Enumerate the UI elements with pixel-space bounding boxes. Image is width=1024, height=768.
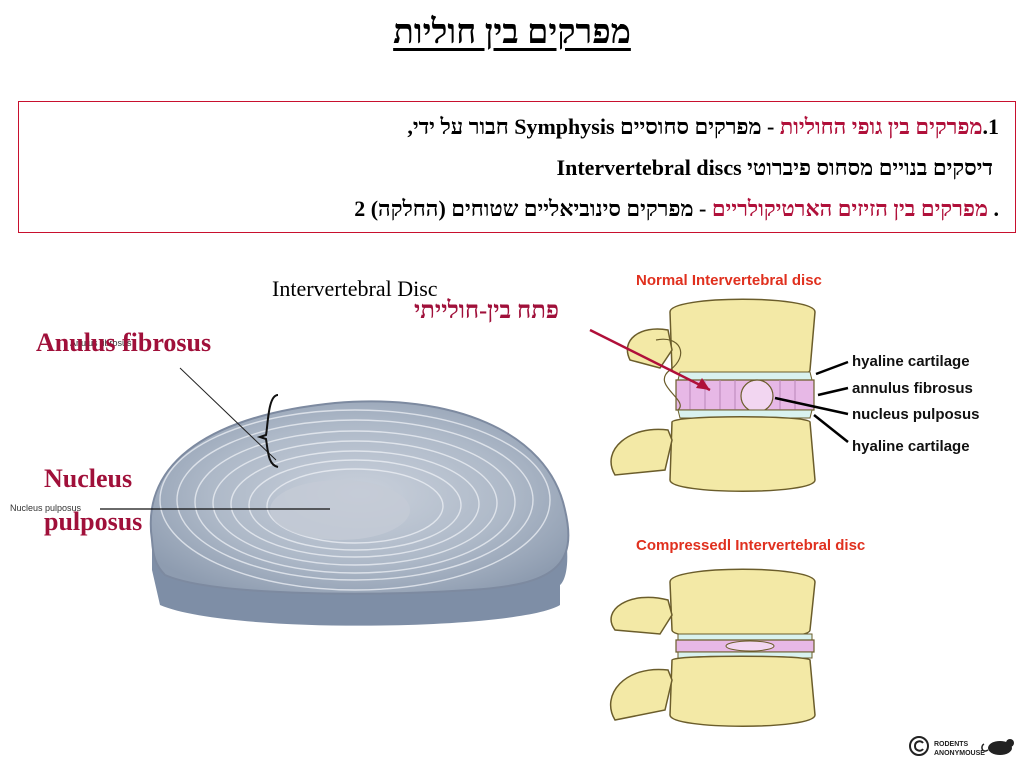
anulus-fibrosus-label: Anulus fibrosus <box>36 328 212 357</box>
symphysis-text-b: חבור על ידי, <box>407 114 515 139</box>
label-nucleus-pulposus: nucleus pulposus <box>852 406 980 423</box>
symphysis-text-a: - מפרקים סחוסיים <box>614 114 780 139</box>
c-lower-process <box>609 668 673 721</box>
small-nucleus-label: Nucleus pulposus <box>10 503 82 513</box>
credit-text: RODENTS ANONYMOUSE <box>934 740 985 758</box>
nucleus-label-line1: Nucleus <box>44 464 133 493</box>
lower-process <box>610 428 673 476</box>
articular-process-joints: מפרקים בין הזיזים הארטיקולריים <box>711 196 988 221</box>
mouse-logo-icon <box>981 739 1014 755</box>
c-nucleus <box>725 640 775 652</box>
anulus-rings <box>159 409 551 591</box>
nucleus <box>740 379 774 413</box>
definition-line-2: דיסקים בנויים מסחוס פיברוטי Intervertebr… <box>557 155 993 181</box>
synovial-text: - מפרקים סינוביאליים שטוחים (החלקה) 2 <box>354 196 712 221</box>
nucleus-region <box>270 480 410 540</box>
symphysis-term: Symphysis <box>514 114 615 139</box>
credit-line-1: RODENTS <box>934 741 969 748</box>
page-title: מפרקים בין חוליות <box>393 14 631 51</box>
foramen-arrow <box>589 328 711 392</box>
compressed-disc-title: Compressedl Intervertebral disc <box>636 537 866 554</box>
c-upper-vertebra <box>669 568 816 640</box>
small-anulus-label: Anulus fibrosus <box>70 338 132 348</box>
foramen-arrowhead <box>696 378 710 390</box>
copyright-icon <box>909 736 929 756</box>
hyaline-top <box>677 371 813 381</box>
definition-line-3: . מפרקים בין הזיזים הארטיקולריים - מפרקי… <box>354 196 999 222</box>
normal-spine <box>589 298 849 492</box>
intervertebral-discs-term: Intervertebral discs <box>556 155 742 180</box>
label-hyaline-cartilage-top: hyaline cartilage <box>852 353 970 370</box>
upper-vertebra <box>669 298 816 380</box>
compressed-spine <box>609 568 816 727</box>
item-number-1: 1. <box>982 114 1000 139</box>
normal-disc-title: Normal Intervertebral disc <box>636 272 822 289</box>
credit-line-2: ANONYMOUSE <box>934 750 985 757</box>
lower-vertebra <box>669 416 816 492</box>
disc-caption: Intervertebral Disc <box>272 276 438 301</box>
spine-illustration <box>589 298 849 727</box>
c-hyaline-top <box>677 633 813 641</box>
definition-line-1: 1.מפרקים בין גופי החוליות - מפרקים סחוסי… <box>407 114 999 140</box>
disc-text: דיסקים בנויים מסחוס פיברוטי <box>741 155 993 180</box>
intervertebral-foramen-label: פתח בין-חולייתי <box>414 298 559 324</box>
disc-illustration <box>100 367 570 626</box>
nucleus-label-line2: pulposus <box>44 507 143 536</box>
line3-dot: . <box>993 196 1000 221</box>
label-hyaline-cartilage-bottom: hyaline cartilage <box>852 438 970 455</box>
c-upper-process <box>610 596 673 635</box>
c-lower-vertebra <box>669 655 816 727</box>
upper-process <box>626 328 673 369</box>
intervertebral-body-joints: מפרקים בין גופי החוליות <box>779 114 983 139</box>
anulus-pointer <box>179 367 277 461</box>
hyaline-bottom <box>677 409 813 419</box>
label-arrows <box>774 360 849 443</box>
brace-icon <box>256 394 279 468</box>
definition-box: 1.מפרקים בין גופי החוליות - מפרקים סחוסי… <box>18 101 1016 233</box>
label-annulus-fibrosus: annulus fibrosus <box>852 380 973 397</box>
